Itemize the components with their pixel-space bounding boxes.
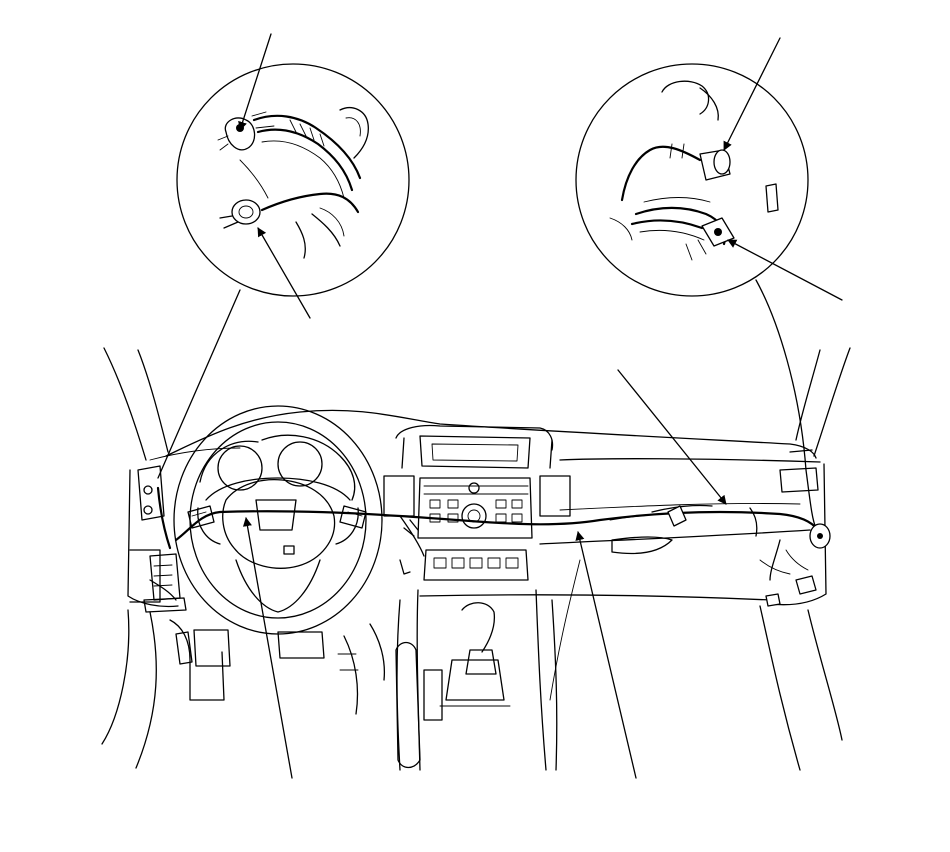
dashboard-wiring-harness	[149, 486, 831, 607]
left-detail-inset	[176, 33, 410, 319]
right-detail-inset	[575, 37, 843, 529]
left-upper-connector	[217, 111, 275, 151]
center-stack	[383, 424, 571, 771]
vehicle-interior-drawing	[101, 347, 851, 771]
steering-wheel	[173, 405, 383, 635]
left-harness-bundle	[239, 107, 369, 199]
right-upper-connector	[620, 143, 731, 202]
leader-lines	[242, 369, 727, 779]
driver-side-junction-box	[143, 553, 187, 613]
left-lower-connector	[219, 192, 360, 259]
right-lower-connector	[609, 197, 735, 261]
left-inset-pointer-line	[157, 289, 241, 479]
